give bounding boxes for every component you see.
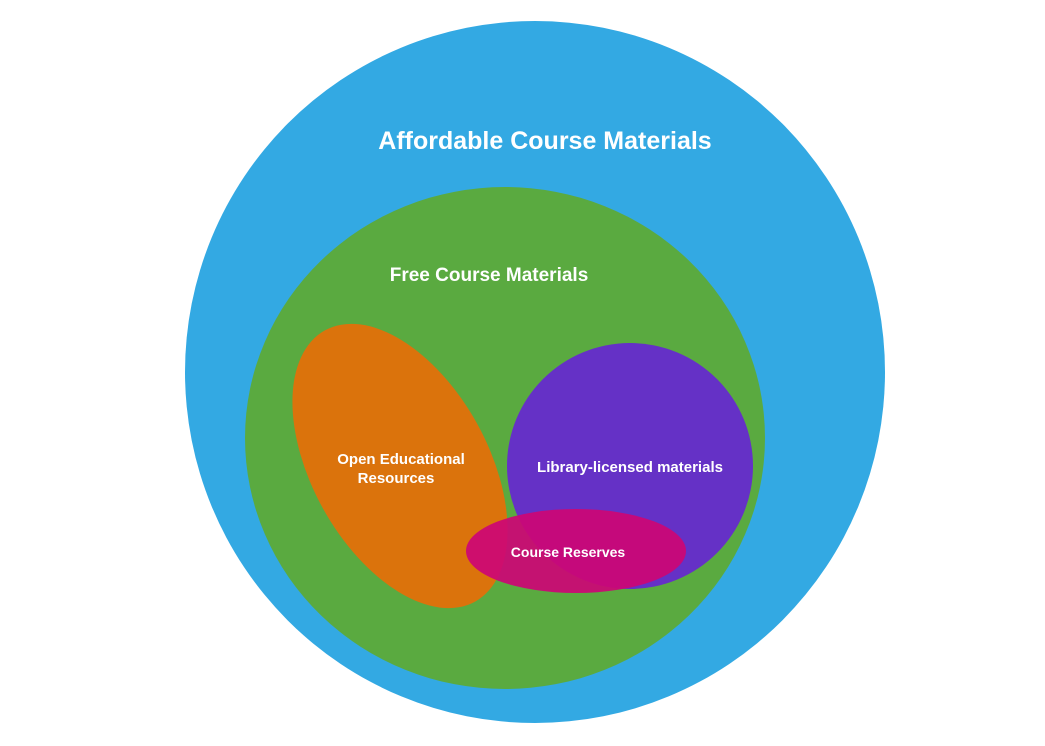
oer-label-line1: Open Educational bbox=[337, 451, 465, 468]
oer-label-line2: Resources bbox=[358, 470, 435, 487]
reserves-label: Course Reserves bbox=[511, 544, 626, 560]
open-educational-resources-set bbox=[292, 323, 508, 609]
affordable-label: Affordable Course Materials bbox=[378, 127, 711, 155]
course-reserves-set bbox=[466, 509, 686, 593]
library-label: Library-licensed materials bbox=[537, 459, 723, 476]
free-label: Free Course Materials bbox=[390, 265, 589, 286]
